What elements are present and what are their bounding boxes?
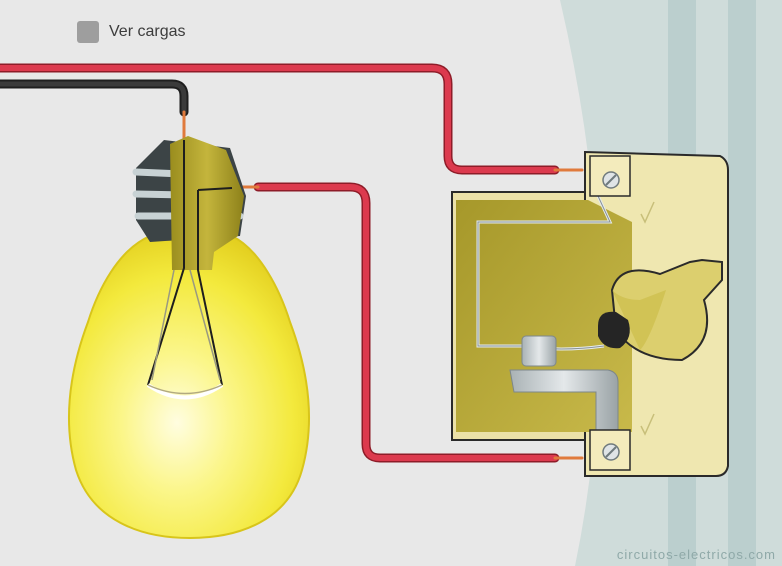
- credit-watermark: circuitos-electricos.com: [616, 547, 776, 562]
- light-switch-icon: [451, 150, 729, 477]
- wires: [0, 63, 584, 463]
- checkbox-icon[interactable]: [77, 21, 99, 43]
- show-loads-label: Ver cargas: [109, 23, 186, 40]
- bulb-filament: [146, 383, 224, 400]
- screw-icon: [602, 443, 620, 461]
- light-bulb-icon: [67, 136, 311, 540]
- screw-icon: [602, 171, 620, 189]
- show-loads-checkbox[interactable]: Ver cargas: [77, 21, 185, 43]
- bulb-glass: [67, 233, 311, 540]
- black-wire-neutral: [0, 79, 189, 117]
- switch-pivot: [598, 311, 630, 349]
